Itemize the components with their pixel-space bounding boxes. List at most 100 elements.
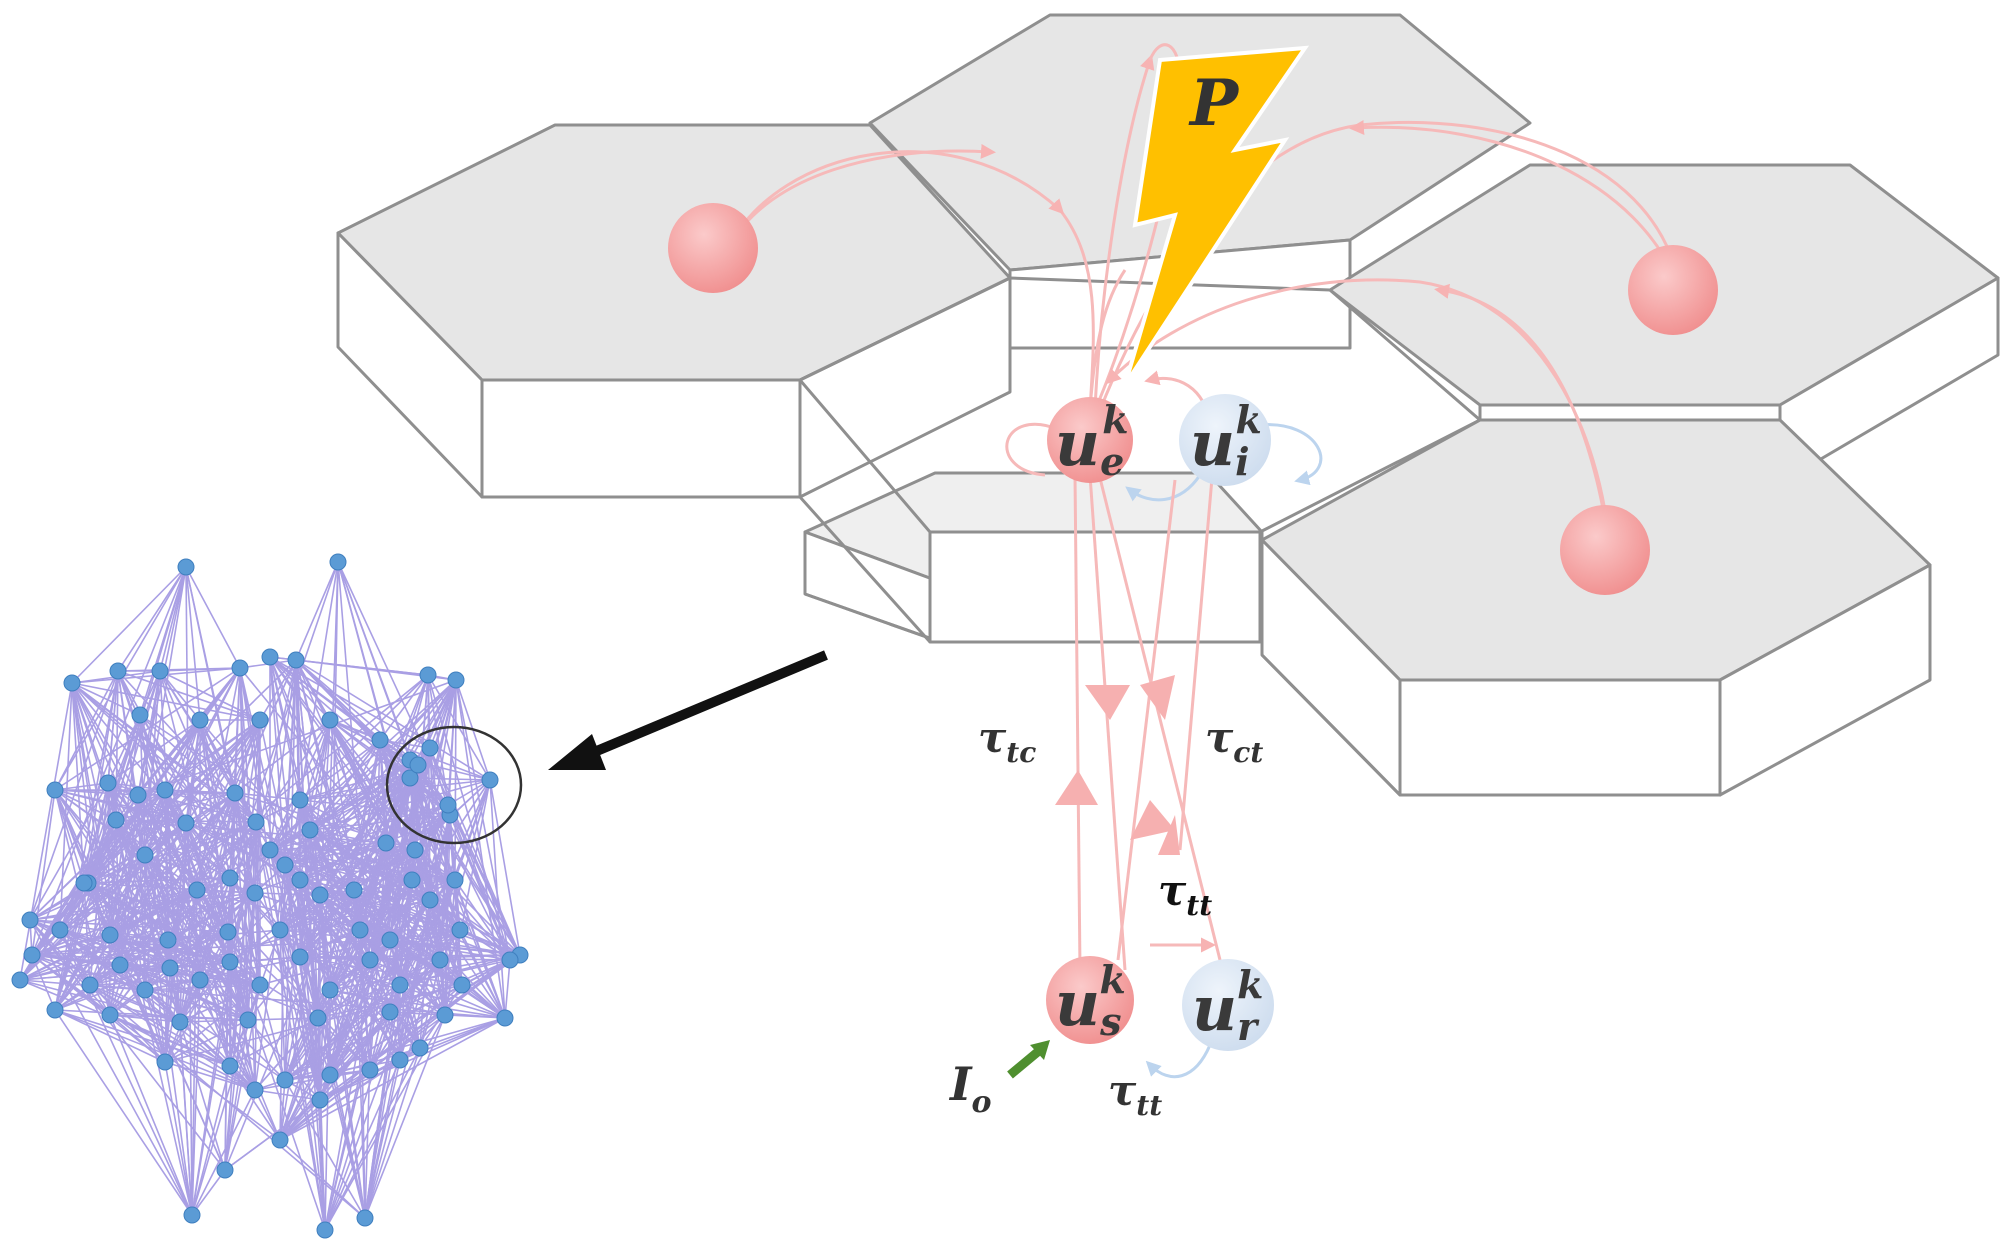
ue-to-us-mid bbox=[1088, 474, 1127, 971]
network-edge bbox=[284, 1011, 391, 1081]
network-edge bbox=[224, 931, 229, 1171]
network-edge bbox=[137, 679, 457, 796]
network-edge bbox=[319, 1069, 371, 1101]
network-node bbox=[271, 921, 289, 939]
network-edge bbox=[284, 879, 413, 1081]
network-edge bbox=[254, 1069, 371, 1091]
network-edge bbox=[31, 934, 111, 956]
arrowhead-ct-lower bbox=[1130, 800, 1175, 840]
network-edge bbox=[444, 804, 449, 1016]
network-edge bbox=[159, 667, 241, 672]
network-edge bbox=[259, 659, 297, 721]
network-node bbox=[401, 769, 419, 787]
network-node bbox=[446, 871, 464, 889]
network-edge bbox=[199, 979, 261, 986]
network-edge bbox=[447, 804, 463, 986]
network-edge bbox=[269, 656, 355, 891]
tau-tt-top-label: τtt bbox=[1158, 866, 1212, 922]
network-edge bbox=[299, 804, 449, 958]
network-edge bbox=[115, 819, 166, 1063]
network-edge bbox=[324, 989, 331, 1231]
network-edge bbox=[269, 656, 331, 721]
network-edge bbox=[115, 789, 166, 821]
network-node bbox=[377, 834, 395, 852]
network-edge bbox=[284, 1079, 366, 1219]
network-edge bbox=[137, 792, 236, 796]
network-edge bbox=[109, 1014, 193, 1216]
network-node bbox=[75, 874, 93, 892]
network-node bbox=[406, 841, 424, 859]
network-node bbox=[226, 784, 244, 802]
network-node bbox=[451, 921, 469, 939]
network-edge bbox=[417, 764, 446, 1016]
network-edge bbox=[144, 719, 261, 856]
network-edge bbox=[164, 1061, 193, 1216]
network-edge bbox=[139, 714, 231, 1067]
cortico-thalamic-connections bbox=[1073, 474, 1222, 971]
network-edge bbox=[409, 777, 521, 956]
network-edge bbox=[254, 1017, 319, 1091]
network-node bbox=[276, 856, 294, 874]
network-node bbox=[109, 662, 127, 680]
node-excitatory: uek bbox=[1047, 397, 1133, 484]
network-edge bbox=[229, 821, 257, 1067]
tau-tt-bottom-label: τtt bbox=[1108, 1066, 1162, 1122]
network-node bbox=[21, 911, 39, 929]
network-node bbox=[46, 781, 64, 799]
ue-self-loop bbox=[1005, 422, 1072, 477]
network-edge bbox=[279, 764, 419, 931]
neighbor-node-left bbox=[668, 203, 758, 293]
network-edges bbox=[19, 561, 521, 1231]
network-node bbox=[51, 921, 69, 939]
network-edge bbox=[83, 670, 119, 884]
network-edge bbox=[284, 1059, 401, 1081]
network-node bbox=[321, 1066, 339, 1084]
network-node bbox=[316, 1221, 334, 1239]
network-edge bbox=[54, 939, 169, 1011]
network-node bbox=[361, 951, 379, 969]
network-node bbox=[329, 553, 347, 571]
network-node bbox=[381, 1003, 399, 1021]
network-edge bbox=[299, 929, 361, 958]
network-node bbox=[81, 976, 99, 994]
arrowhead-tc-lower bbox=[1055, 770, 1098, 805]
network-edge bbox=[455, 679, 506, 1019]
network-edge bbox=[31, 939, 391, 956]
network-node bbox=[447, 671, 465, 689]
network-node bbox=[161, 959, 179, 977]
network-node bbox=[107, 811, 125, 829]
network-edge bbox=[234, 792, 256, 894]
network-node bbox=[46, 1001, 64, 1019]
network-edge bbox=[319, 1099, 326, 1231]
network-edge bbox=[247, 956, 301, 1021]
network-edge bbox=[299, 954, 521, 958]
network-node bbox=[246, 1081, 264, 1099]
power-label: P bbox=[1188, 66, 1240, 141]
network-node bbox=[481, 771, 499, 789]
network-edge bbox=[179, 1019, 249, 1023]
network-edge bbox=[83, 877, 231, 884]
network-edge bbox=[439, 804, 449, 961]
network-edge bbox=[29, 821, 257, 921]
network-node bbox=[436, 1006, 454, 1024]
network-node bbox=[156, 1053, 174, 1071]
ur-to-us-inhibit bbox=[1145, 1044, 1212, 1079]
ui-to-us bbox=[1178, 477, 1214, 851]
network-edge bbox=[279, 1099, 321, 1141]
network-edge bbox=[379, 674, 429, 741]
network-edge bbox=[31, 954, 166, 1063]
network-edge bbox=[279, 1139, 366, 1219]
network-edge bbox=[107, 714, 141, 784]
network-edge bbox=[353, 889, 391, 1013]
network-edge bbox=[117, 670, 261, 721]
network-node bbox=[261, 841, 279, 859]
network-node bbox=[188, 881, 206, 899]
network-edge bbox=[284, 889, 355, 1081]
network-edge bbox=[309, 777, 411, 831]
network-edge bbox=[409, 777, 491, 781]
input-arrow bbox=[1007, 1040, 1050, 1079]
network-edge bbox=[71, 682, 261, 721]
network-edge bbox=[89, 967, 171, 986]
network-edge bbox=[329, 719, 491, 781]
network-edge bbox=[279, 939, 391, 1141]
